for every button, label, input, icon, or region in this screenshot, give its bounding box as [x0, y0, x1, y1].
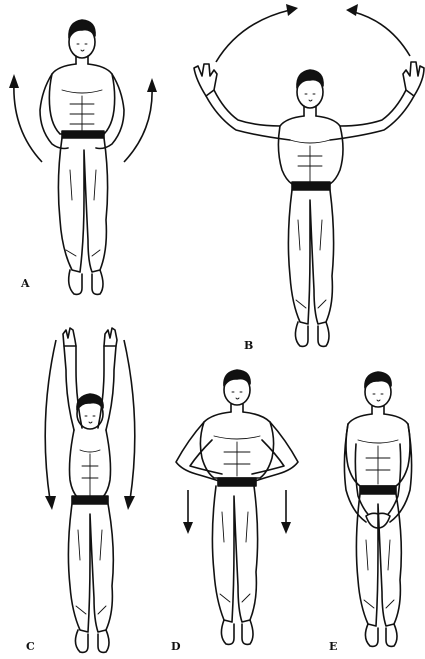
panel-label-b: B [244, 339, 253, 352]
panel-d: D [171, 370, 298, 653]
figure-e-hands-clasped-front [344, 372, 411, 646]
panel-c: C [26, 328, 135, 653]
panel-label-d: D [171, 640, 181, 653]
panel-label-c: C [26, 640, 35, 653]
arrow-c-left-down [45, 340, 56, 510]
arrow-c-right-down [124, 340, 135, 510]
arrow-b-left-arc [216, 4, 298, 62]
figure-c-arms-overhead [63, 328, 117, 652]
arrow-a-right-up [124, 78, 157, 162]
panel-b: B [194, 4, 424, 352]
arrow-b-right-arc [346, 4, 410, 56]
panel-e: E [329, 372, 412, 653]
panel-label-e: E [329, 640, 337, 653]
figure-d-elbows-out-palms-down [176, 370, 298, 644]
figure-a-standing-arms-down [40, 20, 124, 294]
arrow-d-right-down [281, 490, 291, 534]
arrow-d-left-down [183, 490, 193, 534]
arrow-a-left-up [9, 74, 42, 162]
figure-b-arms-raised-sideways [194, 62, 424, 346]
panel-label-a: A [20, 277, 30, 290]
panel-a: A [9, 20, 157, 294]
